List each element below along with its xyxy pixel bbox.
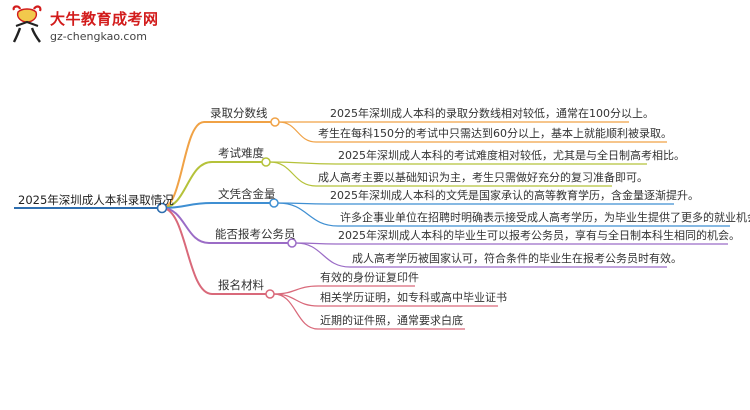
branch-label: 录取分数线: [210, 106, 268, 120]
bull-logo-icon: [12, 5, 42, 43]
branch-connector: [161, 161, 213, 209]
branch-label: 考试难度: [218, 146, 264, 160]
branch-node-circle[interactable]: [270, 117, 280, 127]
leaf-text: 成人高考学历被国家认可，符合条件的毕业生在报考公务员时有效。: [352, 252, 682, 265]
brand-url[interactable]: gz-chengkao.com: [50, 30, 147, 43]
branch-connector: [161, 207, 210, 244]
leaf-connector: [269, 161, 337, 165]
leaf-text: 2025年深圳成人本科的毕业生可以报考公务员，享有与全日制本科生相同的机会。: [338, 229, 740, 242]
leaf-text: 2025年深圳成人本科的考试难度相对较低，尤其是与全日制高考相比。: [338, 149, 685, 162]
leaf-text: 2025年深圳成人本科的文凭是国家承认的高等教育学历，含金量逐渐提升。: [330, 189, 699, 202]
leaf-connector: [295, 242, 351, 268]
branch-label: 文凭含金量: [218, 187, 276, 201]
site-logo[interactable]: 大牛教育成考网 gz-chengkao.com: [10, 4, 170, 52]
root-node-label: 2025年深圳成人本科录取情况: [18, 193, 174, 207]
leaf-connector: [277, 202, 339, 227]
leaf-text: 相关学历证明，如专科或高中毕业证书: [320, 291, 507, 304]
leaf-text: 有效的身份证复印件: [320, 271, 419, 284]
leaf-connector: [269, 161, 317, 187]
leaf-text: 考生在每科150分的考试中只需达到60分以上，基本上就能顺利被录取。: [318, 127, 672, 140]
branch-connector: [161, 121, 205, 209]
branch-label: 报名材料: [218, 278, 264, 292]
leaf-text: 成人高考主要以基础知识为主，考生只需做好充分的复习准备即可。: [318, 171, 648, 184]
branch-connector: [161, 207, 213, 295]
leaf-connector: [278, 121, 317, 143]
leaf-text: 近期的证件照，通常要求白底: [320, 314, 463, 327]
leaf-text: 许多企事业单位在招聘时明确表示接受成人高考学历，为毕业生提供了更多的就业机会。: [340, 211, 750, 224]
leaf-text: 2025年深圳成人本科的录取分数线相对较低，通常在100分以上。: [330, 107, 654, 120]
brand-name: 大牛教育成考网: [50, 10, 159, 28]
root-node-circle[interactable]: [156, 202, 168, 214]
branch-node-circle[interactable]: [265, 289, 275, 299]
leaf-connector: [273, 293, 319, 330]
leaf-connector: [273, 285, 319, 295]
branch-label: 能否报考公务员: [215, 227, 296, 241]
